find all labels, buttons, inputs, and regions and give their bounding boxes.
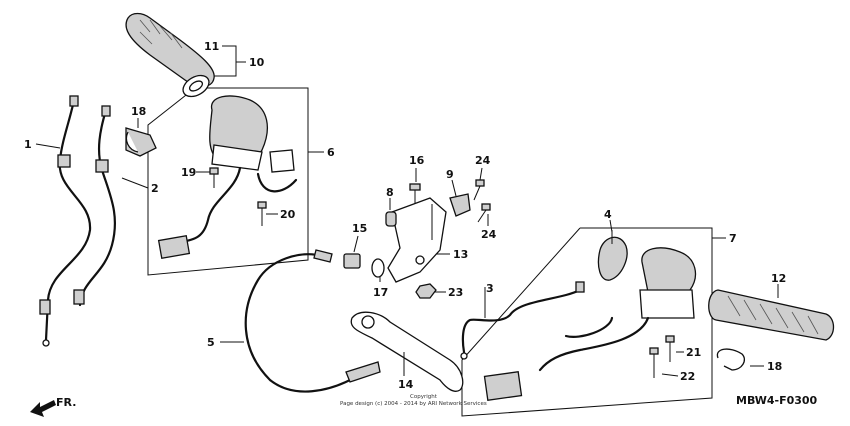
collar-8 xyxy=(385,211,397,227)
callout-14: 14 xyxy=(398,378,414,391)
screw-20 xyxy=(257,201,267,226)
callout-12: 12 xyxy=(771,272,786,285)
callout-24a: 24 xyxy=(475,154,491,167)
holder-9 xyxy=(449,193,471,217)
callout-6: 6 xyxy=(327,146,335,159)
grip-12 xyxy=(708,289,835,341)
group-outline-7 xyxy=(461,227,713,417)
leader-lines xyxy=(35,45,779,377)
callout-19: 19 xyxy=(181,166,196,179)
throttle-cable-2 xyxy=(73,105,116,307)
front-direction-label: FR. xyxy=(56,396,76,409)
callout-18b: 18 xyxy=(767,360,782,373)
callout-18a: 18 xyxy=(131,105,146,118)
callout-23: 23 xyxy=(448,286,463,299)
bolt-22 xyxy=(649,347,659,378)
callout-15: 15 xyxy=(352,222,367,235)
cable-clamp-18b xyxy=(716,348,746,371)
callout-4: 4 xyxy=(604,208,612,221)
lever-bracket-13 xyxy=(387,197,447,283)
callout-21: 21 xyxy=(686,346,701,359)
switch-housing-7 xyxy=(483,247,697,401)
bolt-16 xyxy=(409,183,421,204)
callout-22: 22 xyxy=(680,370,695,383)
switch-housing-6 xyxy=(157,95,298,260)
callout-2: 2 xyxy=(151,182,159,195)
callout-11: 11 xyxy=(204,40,219,53)
callout-1: 1 xyxy=(24,138,32,151)
clutch-lever-14 xyxy=(350,311,464,392)
screw-24a xyxy=(473,179,485,201)
group-outline-6 xyxy=(147,87,309,276)
callout-20: 20 xyxy=(280,208,296,221)
callout-17: 17 xyxy=(373,286,388,299)
nut-23 xyxy=(415,283,437,299)
bolt-21 xyxy=(665,335,675,362)
callout-9: 9 xyxy=(446,168,454,181)
switch-4 xyxy=(597,230,628,281)
cable-clamp-18 xyxy=(125,127,157,157)
front-direction-arrow: FR. xyxy=(30,396,76,417)
callout-5: 5 xyxy=(207,336,215,349)
callout-8: 8 xyxy=(386,186,394,199)
adjuster-15 xyxy=(343,253,361,269)
washer-17 xyxy=(371,258,385,278)
copyright-line-2: Page design (c) 2004 - 2014 by ARI Netwo… xyxy=(340,401,487,407)
clutch-cable-5 xyxy=(244,249,381,393)
screw-19 xyxy=(209,167,219,188)
throttle-cable-1 xyxy=(39,95,92,347)
throttle-grip-part xyxy=(125,12,215,98)
callout-10: 10 xyxy=(249,56,265,69)
diagram-code: MBW4-F0300 xyxy=(736,394,818,407)
callout-3: 3 xyxy=(486,282,494,295)
callout-16: 16 xyxy=(409,154,425,167)
copyright-line-1: Copyright xyxy=(410,394,438,400)
callout-24b: 24 xyxy=(481,228,497,241)
callout-13: 13 xyxy=(453,248,468,261)
callout-7: 7 xyxy=(729,232,737,245)
lead-3 xyxy=(460,281,585,360)
screw-24b xyxy=(477,203,491,223)
